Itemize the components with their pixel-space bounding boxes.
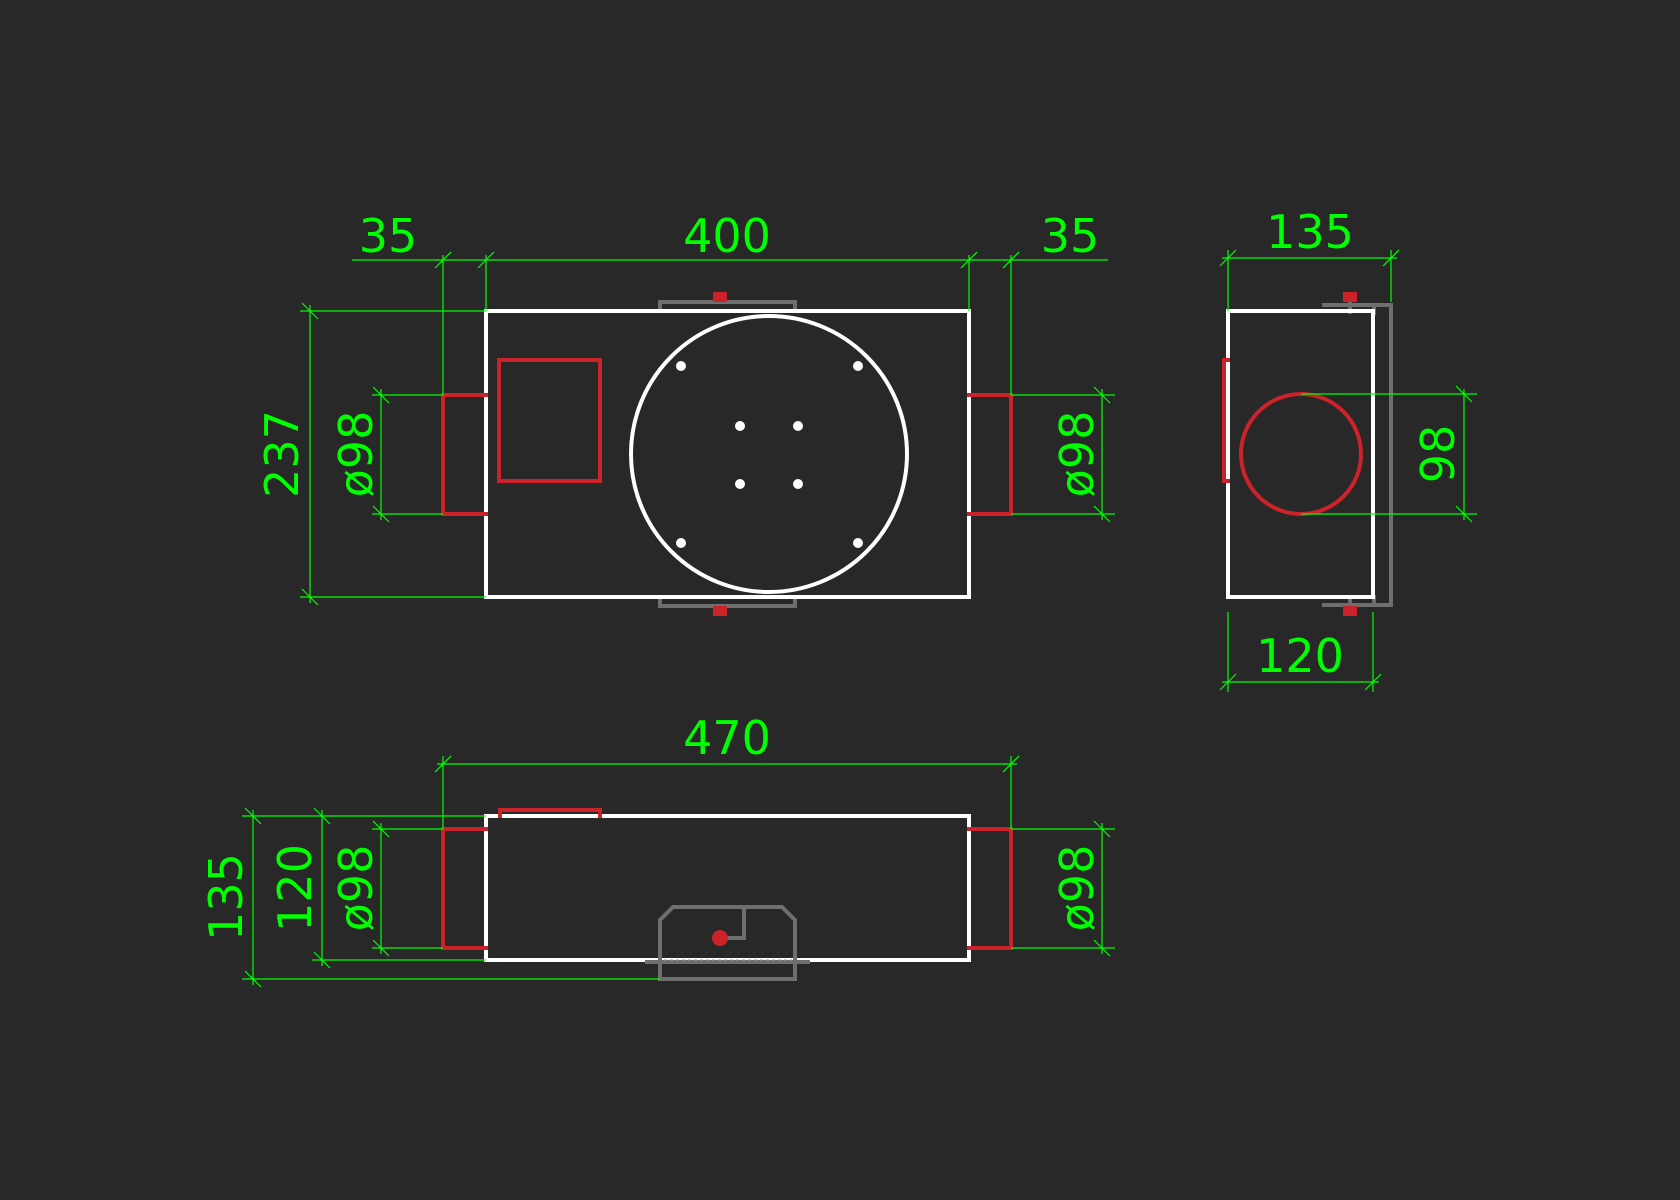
side-dim-body-depth: 120 [1256,629,1344,683]
front-dim-ext [442,255,1012,395]
side-top-clip [1343,292,1357,302]
center-dot [793,479,803,489]
bottom-view: 470 135 120 ø98 ø98 [199,711,1115,988]
mount-dot [853,538,863,548]
front-view: 35 400 35 237 ø98 ø98 [255,209,1115,616]
bottom-dim-body-height-line [312,807,486,969]
side-spigot-circle [1239,392,1363,516]
bottom-dim-top-line [434,755,1020,829]
mount-dot [676,361,686,371]
bottom-dim-spigot-right-dia: ø98 [1050,845,1104,932]
side-body [1226,309,1375,599]
front-right-spigot [967,393,1013,516]
bottom-right-spigot [967,827,1013,950]
front-dim-spigot-right-dia: ø98 [1050,411,1104,498]
side-bracket [1322,303,1393,607]
front-dim-height-line [300,302,486,606]
front-dim-tick [434,251,1020,269]
bottom-motor-dot [712,930,728,946]
front-dim-left-spigot-line [372,386,443,523]
bottom-dim-overall-height: 135 [199,853,253,941]
bottom-motor-box [658,905,797,981]
side-dim-bottom-line [1219,612,1382,692]
bottom-dim-overall-length: 470 [683,711,771,765]
bottom-dim-overall-height-line [242,807,660,988]
front-fan-circle [629,314,909,594]
mount-dot [853,361,863,371]
bottom-dim-left-spigot-line [372,820,443,957]
mount-dot [676,538,686,548]
bottom-dim-spigot-left-dia: ø98 [329,845,383,932]
side-view: 135 120 98 [1219,205,1477,692]
side-dim-right-line [1301,385,1477,523]
bottom-left-spigot [441,827,488,950]
side-dim-overall-depth: 135 [1266,205,1354,259]
front-top-bracket [658,300,797,312]
bottom-access-panel [498,808,602,818]
front-top-clip [713,292,727,302]
side-dim-top-line [1219,249,1400,311]
side-dim-spigot-dia: 98 [1411,425,1465,484]
bottom-dim-body-height: 120 [268,844,322,932]
front-access-panel [497,358,602,483]
front-dim-body-height: 237 [255,410,309,498]
front-dim-spigot-left: 35 [359,209,418,263]
center-dot [735,479,745,489]
side-access-panel-edge [1222,358,1230,483]
center-dot [793,421,803,431]
side-bottom-clip [1343,606,1357,616]
bottom-dim-right-spigot-line [1011,820,1115,957]
front-bottom-bracket [658,596,797,608]
center-dot [735,421,745,431]
front-left-spigot [441,393,488,516]
front-dim-right-spigot-line [1011,386,1115,523]
front-body [484,309,971,599]
front-dim-spigot-left-dia: ø98 [329,411,383,498]
front-dim-spigot-right: 35 [1041,209,1100,263]
front-bottom-clip [713,606,727,616]
front-dim-body-width: 400 [683,209,771,263]
